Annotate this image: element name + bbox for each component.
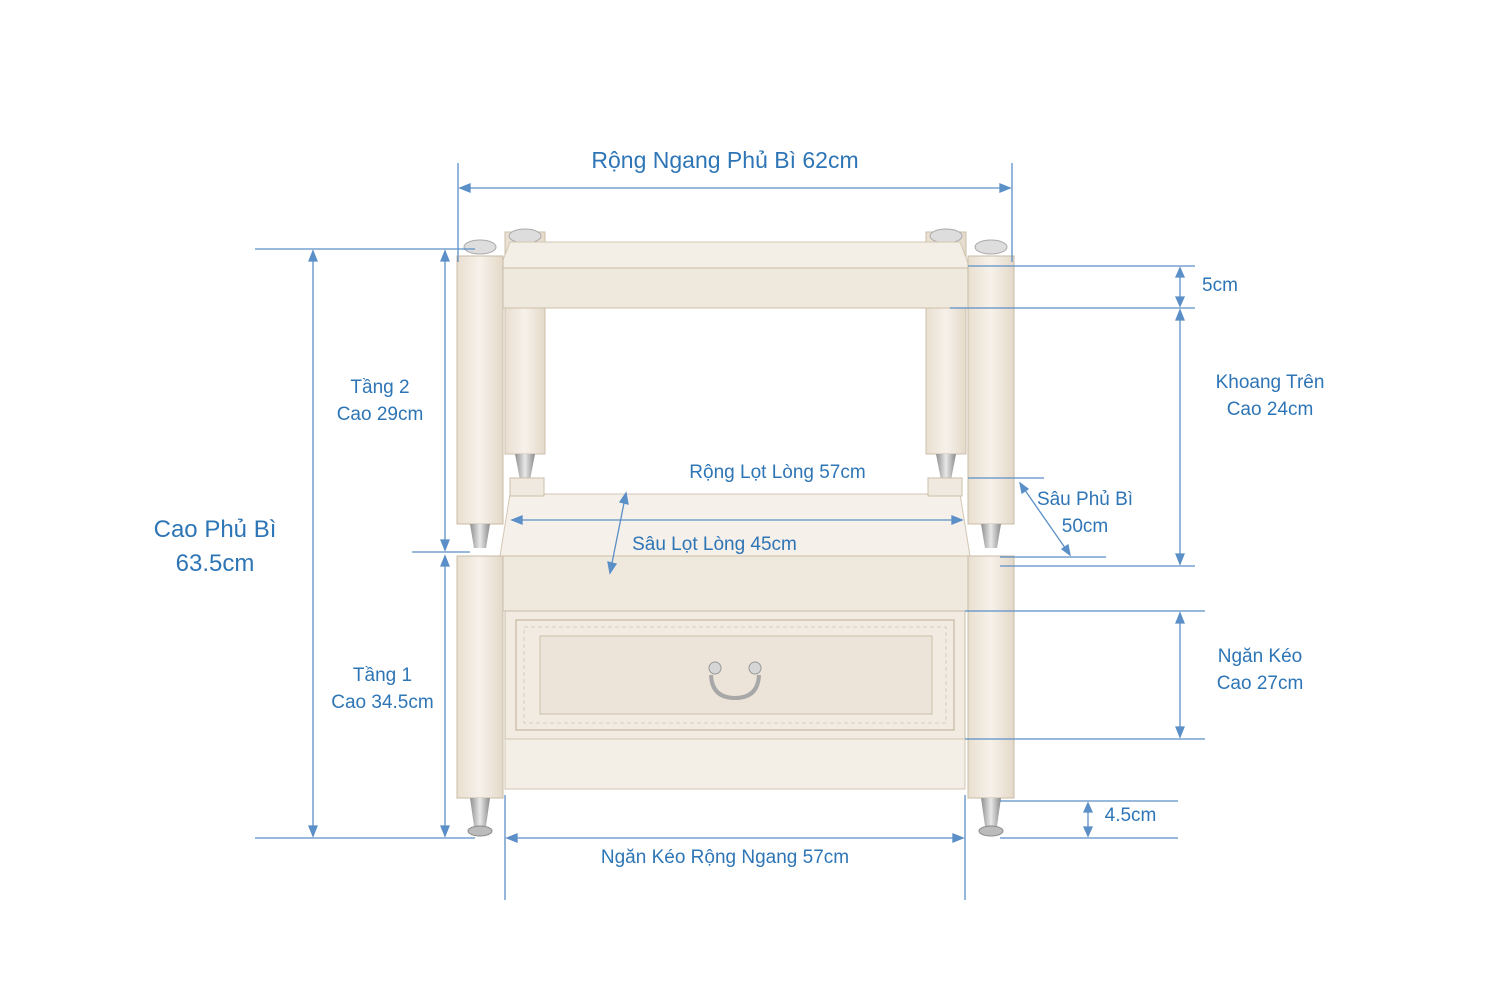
- outer-depth-title: Sâu Phủ Bì: [1036, 489, 1134, 510]
- upper-space-label: Khoang Trên Cao 24cm: [1200, 369, 1340, 423]
- top-shelf: [499, 241, 971, 309]
- inner-depth-label: Sâu Lọt Lòng 45cm: [632, 534, 797, 555]
- overall-height-label: Cao Phủ Bì 63.5cm: [140, 513, 290, 581]
- tier2-label: Tầng 2 Cao 29cm: [320, 374, 440, 428]
- inner-width-label: Rộng Lọt Lòng 57cm: [689, 462, 866, 483]
- top-rail-label: 5cm: [1202, 275, 1238, 296]
- drawer-handle-icon: [708, 661, 762, 701]
- drawer-width-label: Ngăn Kéo Rộng Ngang 57cm: [600, 847, 850, 868]
- overall-width-label: Rộng Ngang Phủ Bì 62cm: [591, 147, 859, 173]
- drawer-height-label: Ngăn Kéo Cao 27cm: [1195, 643, 1325, 697]
- upper-space-height: Cao 24cm: [1226, 399, 1314, 420]
- upper-space-title: Khoang Trên: [1215, 372, 1325, 393]
- tier2-height: Cao 29cm: [336, 404, 424, 425]
- foot-height-label: 4.5cm: [1104, 805, 1157, 826]
- drawer-height: Cao 27cm: [1216, 673, 1304, 694]
- front-left-post: [456, 239, 504, 837]
- overall-height-title: Cao Phủ Bì: [153, 516, 277, 543]
- tier1-title: Tầng 1: [352, 665, 413, 686]
- outer-depth-label: Sâu Phủ Bì 50cm: [1025, 486, 1145, 540]
- tier2-title: Tầng 2: [350, 377, 410, 398]
- overall-height-value: 63.5cm: [175, 550, 255, 577]
- drawer-title: Ngăn Kéo: [1217, 646, 1303, 667]
- front-right-post: [967, 239, 1015, 837]
- tier1-height: Cao 34.5cm: [331, 692, 434, 713]
- outer-depth-value: 50cm: [1061, 516, 1109, 537]
- middle-shelf: [499, 477, 971, 612]
- drawer: [504, 610, 966, 790]
- dimension-lines: [255, 163, 1205, 900]
- tier1-label: Tầng 1 Cao 34.5cm: [315, 662, 450, 716]
